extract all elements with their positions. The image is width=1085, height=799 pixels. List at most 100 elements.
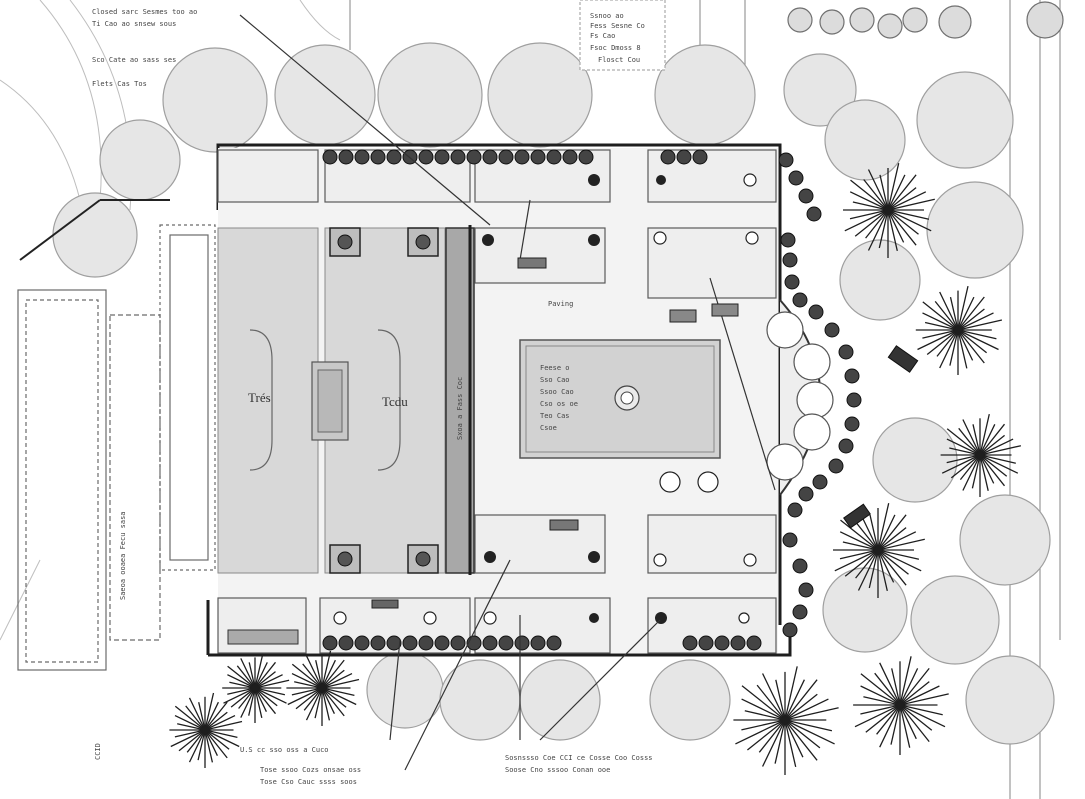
hedge-shrub xyxy=(746,635,762,651)
hedge-shrub xyxy=(676,149,692,165)
svg-text:Ssoo Cao: Ssoo Cao xyxy=(540,388,574,396)
hedge-shrub xyxy=(828,458,844,474)
courtyard-rooms xyxy=(217,149,777,654)
hedge-shrub xyxy=(338,149,354,165)
hedge-shrub xyxy=(792,558,808,574)
hedge-shrub xyxy=(578,149,594,165)
palm-tree xyxy=(843,163,935,258)
palm-tree xyxy=(853,656,949,755)
palm-tree xyxy=(833,503,925,598)
hedge-shrub xyxy=(530,635,546,651)
svg-text:Fs Cao: Fs Cao xyxy=(590,32,615,40)
hedge-shrub xyxy=(498,149,514,165)
hedge-shrub xyxy=(322,149,338,165)
hedge-shrub xyxy=(530,149,546,165)
hedge-shrub xyxy=(844,416,860,432)
hedge-shrub xyxy=(714,635,730,651)
hedge-shrub xyxy=(778,152,794,168)
hedge-shrub xyxy=(466,149,482,165)
left-panel-label: Trés xyxy=(248,390,271,405)
svg-text:Ssnoo ao: Ssnoo ao xyxy=(590,12,624,20)
hedge-right xyxy=(778,152,862,638)
left-structures xyxy=(17,199,216,671)
hedge-shrub xyxy=(514,149,530,165)
hedge-shrub xyxy=(322,635,338,651)
hedge-shrub xyxy=(784,274,800,290)
hedge-shrub xyxy=(788,170,804,186)
hedge-shrub xyxy=(798,188,814,204)
hedge-shrub xyxy=(792,604,808,620)
notes-top-left: Closed sarc Sesmes too ao Ti Cao ao snse… xyxy=(92,8,197,88)
hedge-shrub xyxy=(450,635,466,651)
palm-tree xyxy=(733,666,839,775)
notes-bottom: U.S cc sso oss a Cuco Tose ssoo Cozs ons… xyxy=(240,746,653,786)
palm-tree xyxy=(222,653,290,723)
hedge-shrub xyxy=(808,304,824,320)
hedge-shrub xyxy=(418,635,434,651)
hedge-shrub xyxy=(824,322,840,338)
hedge-shrub xyxy=(354,149,370,165)
svg-text:Closed sarc Sesmes too ao: Closed sarc Sesmes too ao xyxy=(92,8,197,16)
hedge-shrub xyxy=(418,149,434,165)
svg-text:Feese o: Feese o xyxy=(540,364,570,372)
svg-text:Sso Cao: Sso Cao xyxy=(540,376,570,384)
hedge-shrub xyxy=(434,149,450,165)
shrub-row-top-right xyxy=(787,1,1064,39)
hedge-shrub xyxy=(798,582,814,598)
terrace-label: Paving xyxy=(548,300,573,308)
hedge-bottom xyxy=(322,635,762,651)
hedge-shrub xyxy=(792,292,808,308)
hedge-shrub xyxy=(806,206,822,222)
hedge-shrub xyxy=(780,232,796,248)
hedge-top xyxy=(322,149,708,165)
hedge-shrub xyxy=(546,635,562,651)
hedge-shrub xyxy=(782,532,798,548)
note-vertical-left: Saeoa ooaea Fecu sasa xyxy=(119,511,127,600)
svg-text:Soose Cno sssoo Conan ooe: Soose Cno sssoo Conan ooe xyxy=(505,766,610,774)
svg-text:Sco Cate ao sass ses: Sco Cate ao sass ses xyxy=(92,56,176,64)
corner-label: CCID xyxy=(94,743,102,760)
lawn-swoosh xyxy=(249,329,401,471)
hedge-shrub xyxy=(782,252,798,268)
hedge-shrub xyxy=(338,635,354,651)
hedge-shrub xyxy=(838,438,854,454)
light-fixtures xyxy=(482,174,667,624)
pool-notes: Feese o Sso Cao Ssoo Cao Cso os oe Teo C… xyxy=(540,364,578,432)
hedge-shrub xyxy=(730,635,746,651)
hedge-shrub xyxy=(370,149,386,165)
svg-text:Fess Sesne Co: Fess Sesne Co xyxy=(590,22,645,30)
hedge-shrub xyxy=(682,635,698,651)
hedge-shrub xyxy=(846,392,862,408)
hedge-shrub xyxy=(386,149,402,165)
hedge-shrub xyxy=(482,635,498,651)
svg-text:Fsoc Dmoss 8: Fsoc Dmoss 8 xyxy=(590,44,641,52)
svg-text:Teo Cas: Teo Cas xyxy=(540,412,570,420)
hedge-shrub xyxy=(402,635,418,651)
svg-text:Csoe: Csoe xyxy=(540,424,557,432)
svg-text:Flosct Cou: Flosct Cou xyxy=(598,56,640,64)
hedge-shrub xyxy=(838,344,854,360)
palm-trees xyxy=(169,163,1022,775)
hedge-shrub xyxy=(562,149,578,165)
lawn-panels xyxy=(217,227,446,574)
svg-text:Sosnssso Coe CCI ce Cosse Coo: Sosnssso Coe CCI ce Cosse Coo Cosss xyxy=(505,754,653,762)
hedge-shrub xyxy=(660,149,676,165)
note-vertical-center: Sxoa a Fass Coc xyxy=(456,377,464,440)
palm-tree xyxy=(915,285,1003,375)
hedge-shrub xyxy=(434,635,450,651)
hedge-shrub xyxy=(787,502,803,518)
svg-text:Cso os oe: Cso os oe xyxy=(540,400,578,408)
palm-tree xyxy=(940,413,1022,497)
hedge-shrub xyxy=(782,622,798,638)
hedge-shrub xyxy=(498,635,514,651)
notes-top-center: Ssnoo ao Fess Sesne Co Fs Cao Fsoc Dmoss… xyxy=(579,0,666,71)
svg-text:Tose ssoo Cozs onsae oss: Tose ssoo Cozs onsae oss xyxy=(260,766,361,774)
hedge-shrub xyxy=(812,474,828,490)
svg-text:Tose Cso Cauc ssss soos: Tose Cso Cauc ssss soos xyxy=(260,778,357,786)
canopy-trees xyxy=(52,42,1055,745)
hedge-shrub xyxy=(546,149,562,165)
svg-text:Ti Cao ao snsew sous: Ti Cao ao snsew sous xyxy=(92,20,176,28)
hedge-shrub xyxy=(370,635,386,651)
hedge-shrub xyxy=(386,635,402,651)
